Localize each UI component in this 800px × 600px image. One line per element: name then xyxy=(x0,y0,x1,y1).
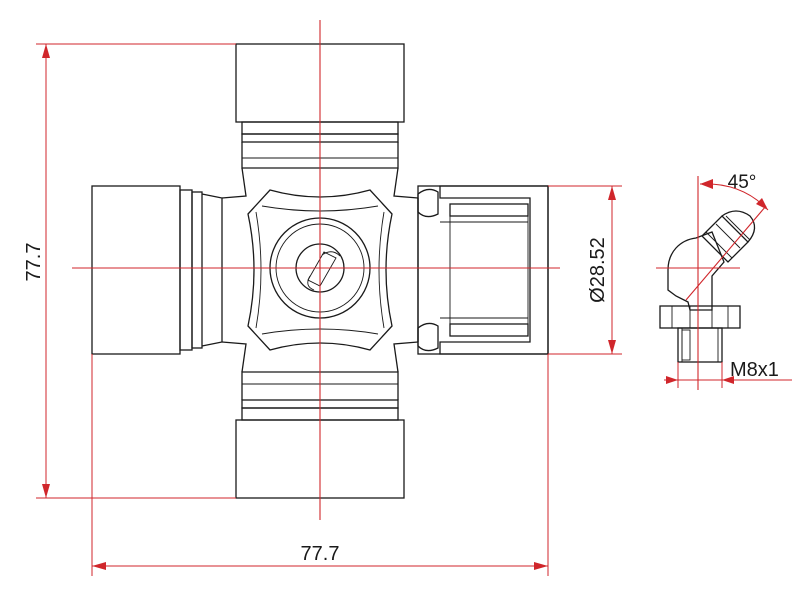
bore-diameter-dimension: Ø28.52 xyxy=(548,185,622,355)
height-dimension-label: 77.7 xyxy=(23,243,45,282)
width-dimension: 77.7 xyxy=(91,354,549,576)
right-bearing-cup-section xyxy=(417,185,549,355)
height-dimension: 77.7 xyxy=(23,43,236,499)
angle-dimension-label: 45° xyxy=(728,172,757,193)
cross-body xyxy=(91,43,549,499)
center-lines xyxy=(72,20,560,520)
width-dimension-label: 77.7 xyxy=(301,543,340,565)
bore-diameter-label: Ø28.52 xyxy=(587,237,609,303)
thread-dimension: M8x1 xyxy=(664,359,792,388)
angle-dimension: 45° xyxy=(699,172,769,211)
nipple-hex xyxy=(659,305,741,329)
nipple-head xyxy=(701,210,756,263)
thread-dimension-label: M8x1 xyxy=(730,359,779,381)
left-bearing-cup xyxy=(91,185,223,355)
grease-nipple-detail xyxy=(656,176,767,390)
nipple-thread xyxy=(677,327,723,363)
